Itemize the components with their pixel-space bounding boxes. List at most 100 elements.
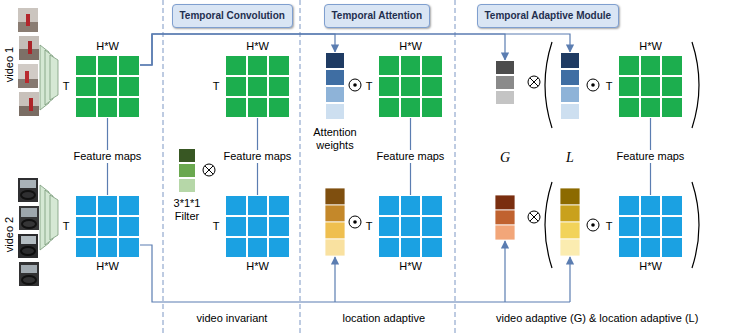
grid-cell	[225, 195, 247, 216]
grid-cell	[661, 216, 683, 237]
weight-label: Attention weights	[303, 126, 367, 152]
attention-weight-bar	[325, 188, 345, 205]
multiply-symbol	[528, 211, 540, 223]
multiply-symbol	[205, 166, 213, 174]
video-frame	[19, 206, 39, 230]
grid-cell	[661, 195, 683, 216]
section-header: Temporal Adaptive Module	[477, 4, 620, 28]
grid-cell	[618, 216, 640, 237]
grid-cell	[400, 216, 422, 237]
grid-cell	[640, 216, 662, 237]
video-frame	[19, 92, 39, 116]
dimension-label: T	[61, 80, 71, 93]
weight-cell	[325, 103, 345, 120]
attention-weight-bar	[495, 195, 515, 210]
video-frame	[18, 178, 38, 202]
grid-cell	[97, 237, 119, 258]
section-caption: location adaptive	[343, 312, 426, 325]
video-frame	[29, 98, 33, 111]
feature-map-grid: H*WT	[75, 55, 140, 118]
section-title: Temporal Attention	[325, 5, 430, 27]
feature-map-grid: H*WT	[378, 55, 443, 118]
grid-cell	[378, 237, 400, 258]
grid-cell	[640, 195, 662, 216]
video-frame	[21, 236, 36, 244]
video-frame	[19, 262, 39, 286]
grid-cell	[378, 76, 400, 97]
grid-cell	[268, 55, 290, 76]
grid-cell	[378, 195, 400, 216]
feature-map-grid: H*WT	[618, 55, 683, 118]
weight-label: L	[560, 150, 580, 166]
hadamard-symbol	[587, 79, 599, 91]
dimension-label: H*W	[378, 40, 443, 53]
weight-cell	[495, 60, 515, 75]
grid-cell	[97, 97, 119, 118]
section-divider	[163, 0, 455, 335]
multiply-symbol	[530, 78, 538, 86]
grid-cell	[118, 216, 140, 237]
weight-cell	[178, 178, 196, 193]
video-frame	[21, 247, 35, 255]
video-frame	[21, 208, 37, 217]
grid-cell	[247, 55, 269, 76]
weight-cell	[560, 69, 580, 86]
video-frame	[26, 14, 30, 26]
grid-cell	[618, 76, 640, 97]
grid-cell	[618, 195, 640, 216]
video-frame	[21, 191, 35, 199]
dimension-label: H*W	[225, 40, 290, 53]
hadamard-symbol	[591, 223, 595, 227]
video-frame	[19, 36, 39, 60]
grid-cell	[378, 55, 400, 76]
hadamard-symbol	[349, 79, 599, 231]
bracket	[545, 42, 699, 268]
input-label: video 2	[3, 216, 16, 251]
connector-label: Feature maps	[375, 150, 447, 163]
hadamard-symbol	[353, 220, 357, 224]
grid-cell	[618, 97, 640, 118]
grid-cell	[247, 195, 269, 216]
grid-cell	[400, 195, 422, 216]
connector-label: Feature maps	[72, 150, 144, 163]
grid-cell	[400, 76, 422, 97]
grid-cell	[400, 55, 422, 76]
grid-cell	[640, 55, 662, 76]
multiply-symbol	[528, 76, 540, 88]
hadamard-symbol	[349, 79, 361, 91]
grid-cell	[118, 237, 140, 258]
weight-cell	[325, 86, 345, 103]
grid-cell	[661, 237, 683, 258]
grid-cell	[421, 237, 443, 258]
grid-cell	[75, 195, 97, 216]
video-frame	[20, 180, 36, 188]
grid-cell	[75, 76, 97, 97]
grid-cell	[97, 195, 119, 216]
dimension-label: H*W	[225, 260, 290, 273]
grid-cell	[97, 55, 119, 76]
grid-cell	[400, 97, 422, 118]
dimension-label: T	[211, 220, 221, 233]
grid-cell	[400, 237, 422, 258]
grid-cell	[661, 76, 683, 97]
filter-kernel: 3*1*1 Filter	[178, 148, 196, 193]
grid-cell	[640, 76, 662, 97]
grid-cell	[75, 237, 97, 258]
weight-cell	[560, 103, 580, 120]
grid-cell	[268, 97, 290, 118]
video-frame	[19, 92, 39, 116]
bracket	[545, 182, 552, 268]
connector	[140, 34, 505, 65]
grid-cell	[225, 237, 247, 258]
dimension-label: T	[61, 220, 71, 233]
hadamard-symbol	[587, 219, 599, 231]
grid-cell	[421, 195, 443, 216]
section-caption: video invariant	[197, 312, 268, 325]
grid-cell	[268, 195, 290, 216]
video-frame	[18, 64, 38, 88]
grid-cell	[225, 76, 247, 97]
bracket	[692, 42, 699, 128]
multiply-symbol	[203, 164, 215, 176]
grid-cell	[225, 55, 247, 76]
